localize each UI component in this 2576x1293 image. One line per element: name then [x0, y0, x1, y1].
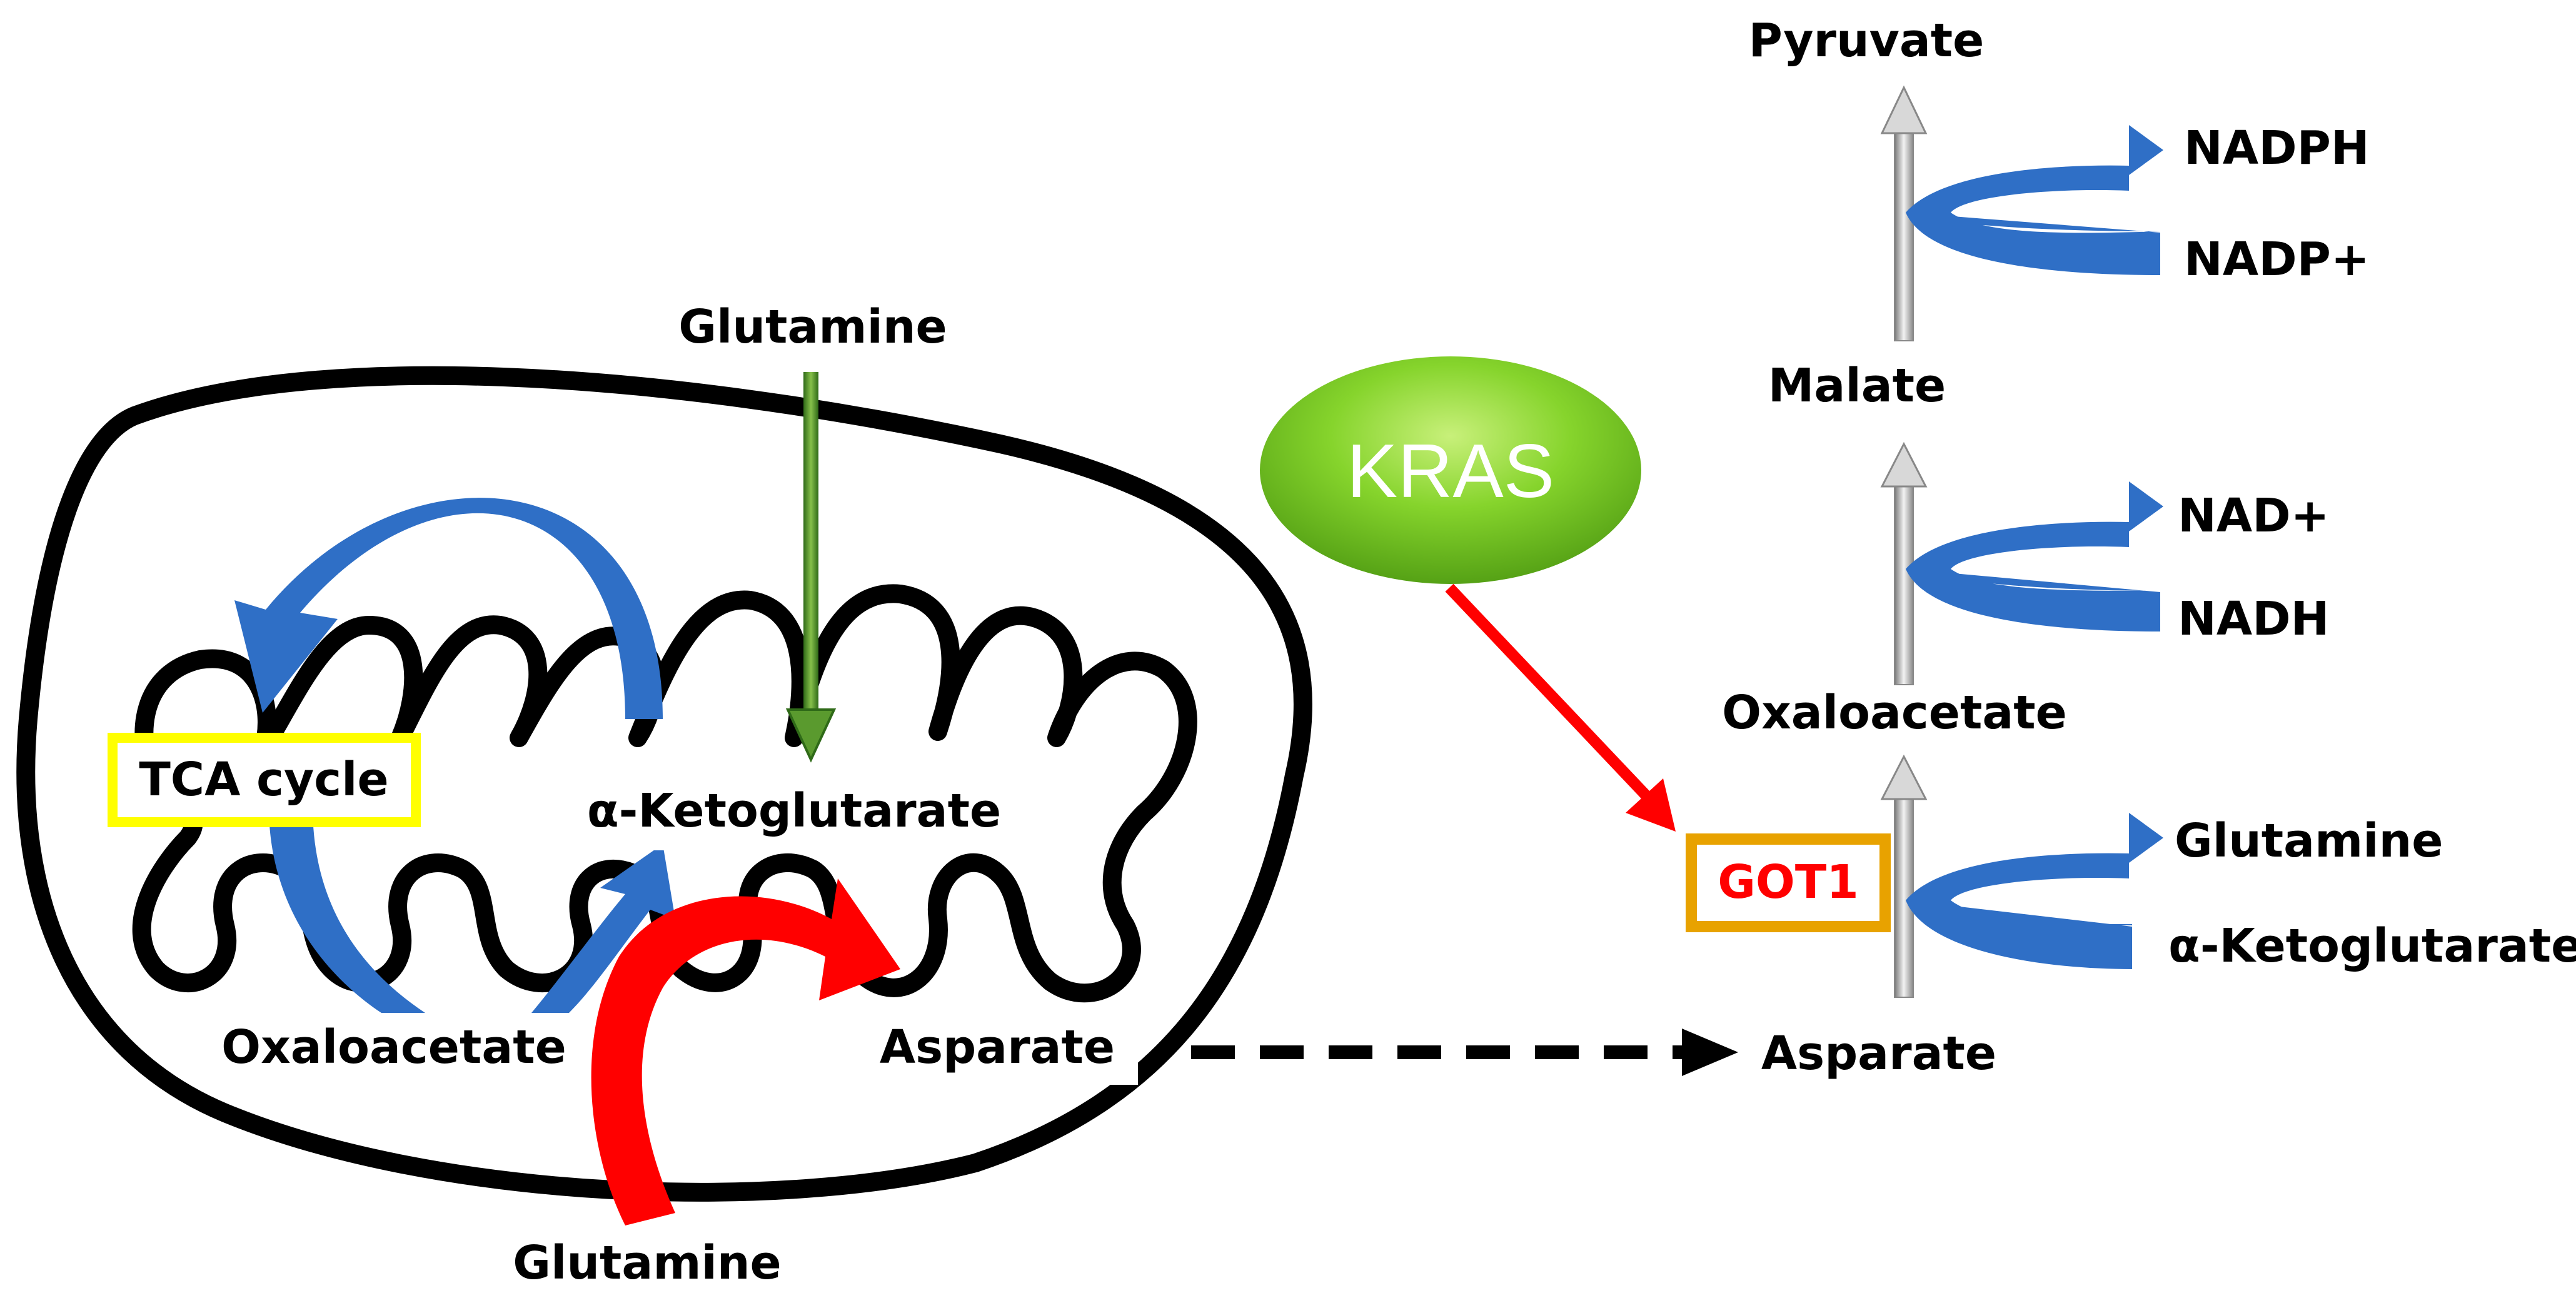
nadh-label: NADH: [2178, 592, 2330, 646]
gray-arrow-malate-to-pyruvate: [1880, 85, 1928, 341]
asparate-label-bg: [857, 1016, 1138, 1085]
malate-label: Malate: [1768, 359, 1946, 413]
blue-arrow-tca-to-oxaloacetate: [269, 807, 425, 1013]
green-arrow-glutamine-to-akg: [785, 372, 837, 763]
red-arrow-glutamine-to-asparate: [591, 878, 900, 1225]
gray-arrow-head-1: [1880, 754, 1928, 800]
got1-frame: [1686, 833, 1891, 932]
mitochondrion: [16, 366, 1312, 1202]
kras-label: KRAS: [1347, 428, 1554, 513]
red-arrow-shaft: [1445, 583, 1655, 805]
alpha-ketoglutarate-mito-label: α-Ketoglutarate: [587, 784, 1001, 838]
gray-arrow-oxaloacetate-to-malate: [1880, 441, 1928, 685]
nad-plus-label: NAD+: [2178, 489, 2330, 543]
pyruvate-label: Pyruvate: [1749, 14, 1985, 68]
gray-arrow-shaft-2: [1894, 484, 1914, 685]
glutamine-top-label: Glutamine: [678, 300, 947, 354]
nadp-plus-label: NADP+: [2184, 233, 2370, 286]
tca-cycle-label: TCA cycle: [139, 753, 388, 807]
label-backgrounds: [213, 785, 1138, 1085]
blue-arrow-nadh-to-nad: [1906, 481, 2163, 631]
asparate-mito-label: Asparate: [880, 1020, 1115, 1074]
blue-arrow-akg-to-glutamine: [1906, 813, 2163, 969]
asparate-cytosol-label: Asparate: [1761, 1027, 1996, 1080]
tca-flow-arrows: [234, 498, 675, 1013]
got1-box: GOT1: [1686, 833, 1891, 932]
mitochondrion-cristae: [132, 584, 1197, 1003]
dashed-arrow-head: [1682, 1029, 1738, 1076]
red-arrow-head: [1626, 778, 1676, 832]
akg-label-bg: [563, 785, 1025, 850]
kras-ellipse: [1260, 356, 1641, 584]
red-arrow-kras-to-got1: [1445, 583, 1676, 832]
glutamine-cytosol-label: Glutamine: [2175, 814, 2443, 868]
gray-arrow-head-3: [1880, 85, 1928, 134]
blue-arrow-oxaloacetate-to-akg: [531, 844, 675, 1013]
oxaloacetate-mito-label: Oxaloacetate: [221, 1020, 566, 1074]
mitochondrion-outer-membrane: [16, 366, 1312, 1202]
gray-arrow-head-2: [1880, 441, 1928, 488]
kras-node: KRAS: [1260, 356, 1641, 584]
blue-arrow-nadp-to-nadph-shape: [1906, 125, 2163, 275]
tca-cycle-box: TCA cycle: [108, 733, 421, 827]
dashed-arrow-asparate-export: [1191, 1029, 1738, 1076]
tca-cycle-frame: [108, 733, 421, 827]
green-arrow-shaft: [803, 372, 818, 713]
glutamine-bottom-label: Glutamine: [513, 1236, 781, 1290]
nadph-label: NADPH: [2184, 121, 2370, 175]
blue-arrow-to-tca-cycle: [234, 498, 663, 719]
oxaloacetate-cytosol-label: Oxaloacetate: [1722, 686, 2067, 740]
green-arrow-head: [785, 708, 837, 763]
got1-label: GOT1: [1718, 855, 1859, 909]
alpha-ketoglutarate-cytosol-label: α-Ketoglutarate: [2168, 919, 2576, 973]
oxaloacetate-label-bg: [213, 1016, 588, 1085]
gray-arrow-shaft-3: [1894, 131, 1914, 341]
